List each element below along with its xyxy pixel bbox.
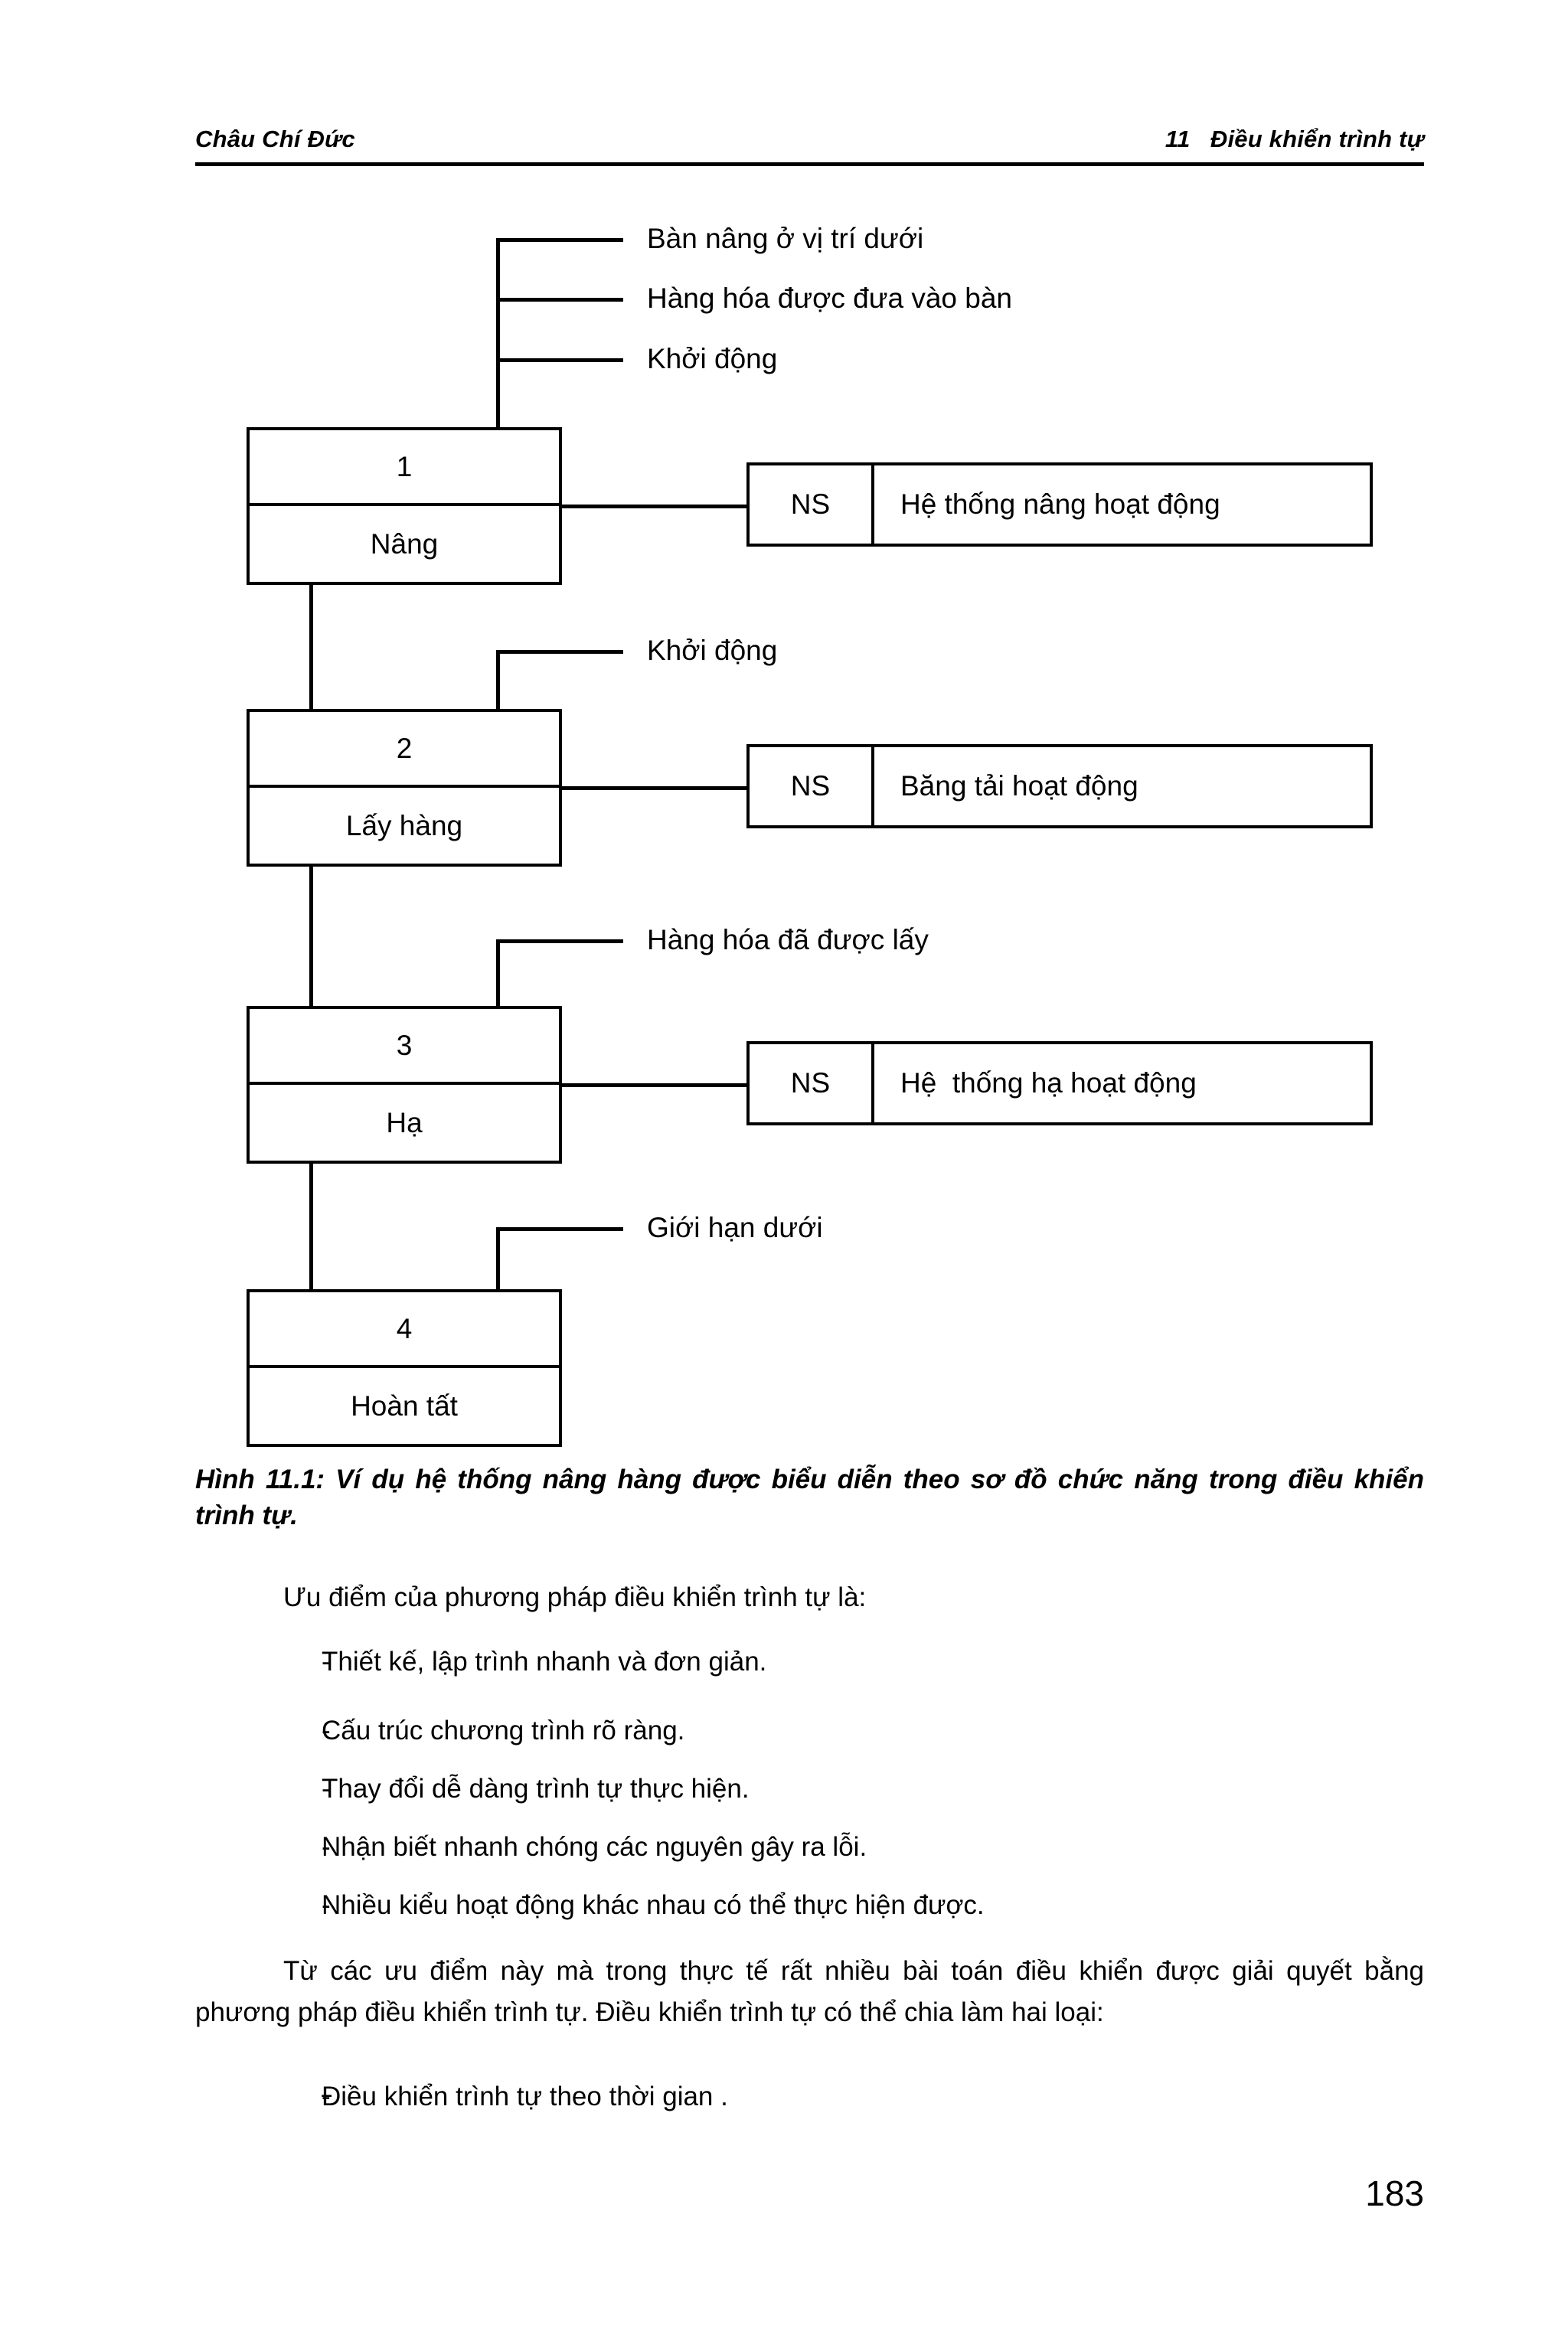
- step-name-3: Hạ: [386, 1106, 423, 1138]
- list-item: - Điều khiển trình tự theo thời gian .: [195, 2079, 1424, 2115]
- list-item-label: Thiết kế, lập trình nhanh và đơn giản.: [322, 1647, 767, 1677]
- transition-label-3: Giới hạn dưới: [647, 1212, 823, 1243]
- list-item: - Nhiều kiểu hoạt động khác nhau có thể …: [195, 1888, 1424, 1923]
- initial-condition-label-2: Hàng hóa được đưa vào bàn: [647, 282, 1013, 314]
- list-item-label: Cấu trúc chương trình rõ ràng.: [322, 1716, 685, 1745]
- bullet-marker: -: [322, 1647, 331, 1677]
- action-text-2: Băng tải hoạt động: [900, 770, 1138, 802]
- list-item-label: Điều khiển trình tự theo thời gian .: [322, 2082, 728, 2111]
- step-box-2: 2 Lấy hàng: [247, 709, 562, 867]
- list-item-label: Nhiều kiểu hoạt động khác nhau có thể th…: [322, 1890, 985, 1920]
- transition-rail-2: [496, 939, 500, 1007]
- initial-condition-label-1: Bàn nâng ở vị trí dưới: [647, 223, 924, 254]
- initial-condition-label-3: Khởi động: [647, 343, 778, 374]
- step-name-4: Hoàn tất: [351, 1390, 458, 1422]
- list-item-label: Nhận biết nhanh chóng các nguyên gây ra …: [322, 1832, 867, 1862]
- bullet-marker: -: [322, 1832, 331, 1862]
- transition-label-2: Hàng hóa đã được lấy: [647, 924, 929, 955]
- step-name-1: Nâng: [370, 527, 439, 560]
- transition-label-1: Khởi động: [647, 635, 778, 666]
- transition-rail-3: [496, 1227, 500, 1291]
- condition-tick-3: [496, 358, 623, 362]
- action-qualifier-3: NS: [750, 1044, 874, 1122]
- conclusion-paragraph: Từ các ưu điểm này mà trong thực tế rất …: [195, 1956, 1424, 2028]
- condition-tick-2: [496, 298, 623, 302]
- bullet-marker: -: [322, 1716, 331, 1745]
- bullet-marker: -: [322, 1774, 331, 1804]
- step-box-4: 4 Hoàn tất: [247, 1289, 562, 1447]
- advantages-intro: Ưu điểm của phương pháp điều khiển trình…: [283, 1582, 867, 1612]
- condition-tick-1: [496, 238, 623, 242]
- transition-tick-1: [496, 650, 623, 654]
- action-box-2: NS Băng tải hoạt động: [746, 744, 1373, 828]
- action-box-1: NS Hệ thống nâng hoạt động: [746, 462, 1373, 547]
- step-action-link-2: [560, 786, 748, 790]
- list-item-label: Thay đổi dễ dàng trình tự thực hiện.: [322, 1774, 750, 1804]
- header-divider: [195, 162, 1424, 166]
- bullet-marker: -: [322, 2082, 331, 2111]
- step-action-link-1: [560, 505, 748, 508]
- list-item: - Thay đổi dễ dàng trình tự thực hiện.: [195, 1772, 1424, 1807]
- action-box-3: NS Hệ thống hạ hoạt động: [746, 1041, 1373, 1125]
- step-name-2: Lấy hàng: [345, 809, 463, 841]
- transition-tick-2: [496, 939, 623, 943]
- transition-tick-3: [496, 1227, 623, 1231]
- bullet-marker: -: [322, 1890, 331, 1920]
- step-box-3: 3 Hạ: [247, 1006, 562, 1164]
- list-item: - Nhận biết nhanh chóng các nguyên gây r…: [195, 1830, 1424, 1865]
- list-item: - Thiết kế, lập trình nhanh và đơn giản.: [195, 1644, 1424, 1680]
- list-item: - Cấu trúc chương trình rõ ràng.: [195, 1713, 1424, 1749]
- initial-condition-rail: [496, 238, 500, 429]
- transition-rail-1: [496, 650, 500, 710]
- figure-caption: Hình 11.1: Ví dụ hệ thống nâng hàng được…: [195, 1465, 1424, 1530]
- step1-out-link: [309, 583, 313, 710]
- step-number-4: 4: [250, 1292, 559, 1368]
- action-qualifier-1: NS: [750, 465, 874, 544]
- page-number: 183: [1365, 2173, 1424, 2213]
- step3-out-link: [309, 1162, 313, 1291]
- running-header: Châu Chí Đức 11 Điều khiển trình tự: [195, 113, 1424, 153]
- action-text-1: Hệ thống nâng hoạt động: [900, 488, 1220, 520]
- header-author: Châu Chí Đức: [195, 126, 355, 152]
- step-box-1: 1 Nâng: [247, 427, 562, 585]
- step-number-1: 1: [250, 430, 559, 506]
- header-chapter: 11 Điều khiển trình tự: [1165, 126, 1424, 152]
- action-qualifier-2: NS: [750, 747, 874, 825]
- step-number-3: 3: [250, 1009, 559, 1085]
- sequential-function-chart: Bàn nâng ở vị trí dưới Hàng hóa được đưa…: [247, 223, 1373, 1447]
- step2-out-link: [309, 865, 313, 1007]
- action-text-3: Hệ thống hạ hoạt động: [900, 1067, 1197, 1099]
- step-action-link-3: [560, 1083, 748, 1087]
- step-number-2: 2: [250, 712, 559, 788]
